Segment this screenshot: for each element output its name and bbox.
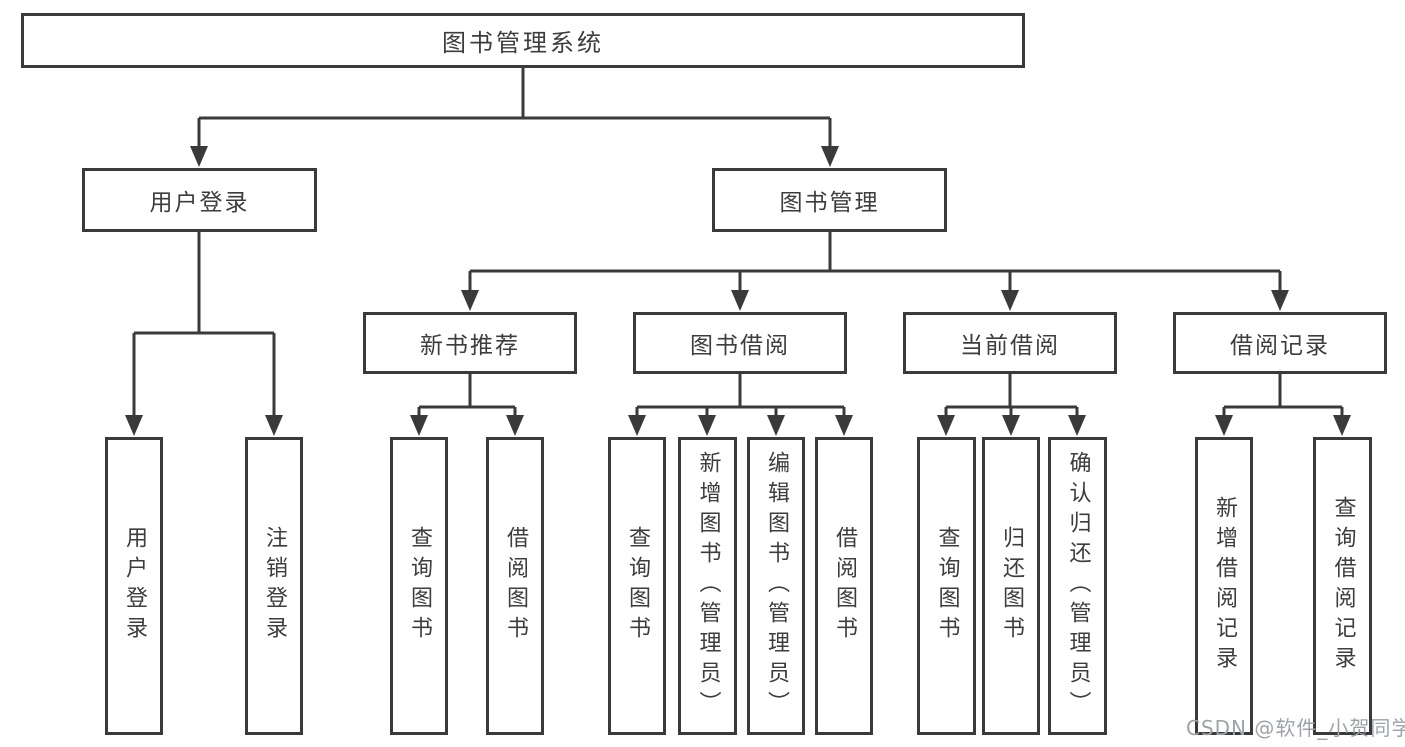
arrowheads (125, 146, 1351, 436)
arrow-down-icon (698, 415, 716, 436)
node-root: 图书管理系统 (21, 13, 1025, 68)
node-user-login: 用户登录 (82, 168, 317, 232)
arrow-down-icon (1068, 415, 1086, 436)
arrow-down-icon (410, 415, 428, 436)
leaf-current-query-books: 查询图书 (917, 437, 976, 735)
arrow-down-icon (190, 146, 208, 167)
arrow-down-icon (506, 415, 524, 436)
arrow-down-icon (125, 415, 143, 436)
arrow-down-icon (1333, 415, 1351, 436)
arrow-down-icon (628, 415, 646, 436)
node-current-borrowing: 当前借阅 (903, 312, 1117, 374)
node-book-borrowing: 图书借阅 (633, 312, 847, 374)
leaf-newbook-borrow-books: 借阅图书 (486, 437, 544, 735)
node-borrowing-records: 借阅记录 (1173, 312, 1387, 374)
leaf-borrow-borrow-books: 借阅图书 (815, 437, 873, 735)
leaf-borrow-add-books-admin: 新增图书（管理员） (678, 437, 737, 735)
leaf-borrow-edit-books-admin: 编辑图书（管理员） (747, 437, 805, 735)
arrow-down-icon (1001, 290, 1019, 311)
leaf-records-query-record: 查询借阅记录 (1313, 437, 1372, 735)
leaf-user-login: 用户登录 (105, 437, 163, 735)
leaf-current-return-books: 归还图书 (982, 437, 1040, 735)
arrow-down-icon (1002, 415, 1020, 436)
arrow-down-icon (1215, 415, 1233, 436)
leaf-current-confirm-return-admin: 确认归还（管理员） (1048, 437, 1107, 735)
arrow-down-icon (937, 415, 955, 436)
arrow-down-icon (1271, 290, 1289, 311)
arrow-down-icon (265, 415, 283, 436)
arrow-down-icon (731, 290, 749, 311)
arrow-down-icon (461, 290, 479, 311)
leaf-logout: 注销登录 (245, 437, 303, 735)
node-book-management: 图书管理 (712, 168, 947, 232)
node-new-book-recommendation: 新书推荐 (363, 312, 577, 374)
watermark: CSDN @软件_小贺同学 (1186, 716, 1405, 740)
arrow-down-icon (821, 146, 839, 167)
leaf-records-add-record: 新增借阅记录 (1195, 437, 1253, 735)
leaf-borrow-query-books: 查询图书 (608, 437, 666, 735)
arrow-down-icon (767, 415, 785, 436)
arrow-down-icon (835, 415, 853, 436)
leaf-newbook-query-books: 查询图书 (390, 437, 448, 735)
